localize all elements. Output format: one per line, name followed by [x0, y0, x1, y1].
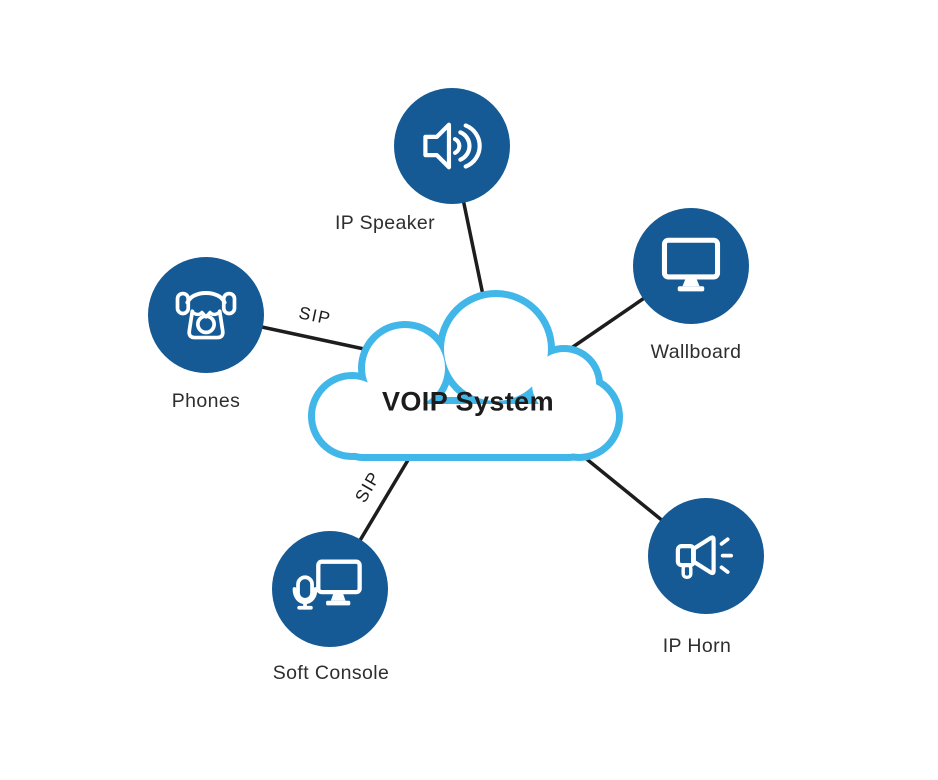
cloud-shape: [308, 290, 623, 461]
node-wallboard: [633, 208, 749, 324]
node-ip-speaker: [394, 88, 510, 204]
label-ip-horn: IP Horn: [662, 635, 732, 657]
telephone-icon: [175, 290, 237, 340]
label-phones: Phones: [171, 390, 241, 412]
mic-and-monitor-icon: [292, 559, 362, 610]
label-ip-speaker: IP Speaker: [334, 212, 436, 234]
speaker-icon: [423, 122, 482, 170]
node-soft-console: [272, 531, 388, 647]
node-ip-horn: [648, 498, 764, 614]
label-wallboard: Wallboard: [650, 341, 742, 363]
monitor-icon: [661, 237, 721, 292]
megaphone-icon: [675, 535, 733, 579]
hub-title: VOIP System: [382, 386, 554, 417]
node-phones: [148, 257, 264, 373]
label-soft-console: Soft Console: [272, 662, 390, 684]
